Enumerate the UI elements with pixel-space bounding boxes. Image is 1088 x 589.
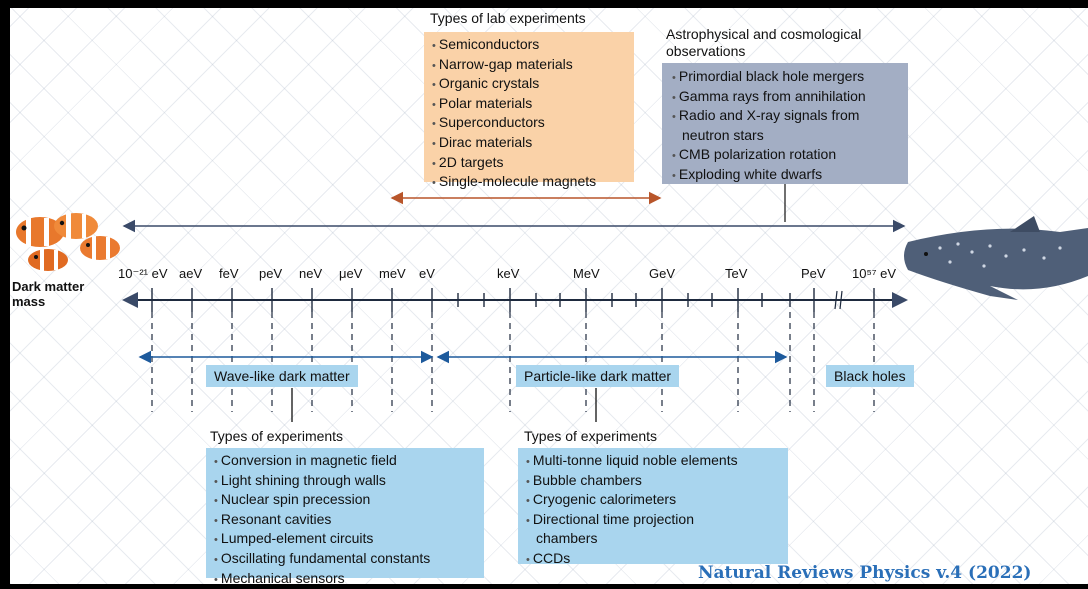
lab-item: Organic crystals — [432, 75, 634, 95]
wave-exp-item: Lumped-element circuits — [214, 530, 484, 550]
scale-tick-label: MeV — [573, 266, 600, 281]
particle-exp-item: Cryogenic calorimeters — [526, 491, 788, 511]
lab-item: Narrow-gap materials — [432, 56, 634, 76]
astro-item: CMB polarization rotation — [672, 146, 908, 166]
astro-observations-box: Primordial black hole mergersGamma rays … — [662, 63, 908, 184]
scale-tick-label: keV — [497, 266, 520, 281]
wave-exp-item: Resonant cavities — [214, 511, 484, 531]
scale-tick-label: TeV — [725, 266, 748, 281]
particle-experiments-box: Multi-tonne liquid noble elementsBubble … — [518, 448, 788, 566]
scale-tick-label: feV — [219, 266, 239, 281]
scale-tick-label: GeV — [649, 266, 676, 281]
particle-exp-item: Directional time projection — [526, 511, 788, 531]
particle-exp-item: Bubble chambers — [526, 472, 788, 492]
mass-axis-label: Dark matter mass — [12, 279, 85, 309]
black-holes-label: Black holes — [826, 365, 914, 387]
particle-exp-title: Types of experiments — [524, 428, 658, 444]
scale-tick-label: 10⁻²¹ eV — [118, 266, 168, 281]
lab-item: Dirac materials — [432, 134, 634, 154]
scale-tick-label: aeV — [179, 266, 203, 281]
scale-tick-label: 10⁵⁷ eV — [852, 266, 897, 281]
astro-item: neutron stars — [682, 126, 764, 143]
particle-like-label: Particle-like dark matter — [516, 365, 680, 387]
scale-tick-label: PeV — [801, 266, 826, 281]
whale-shark-illustration — [904, 216, 1088, 300]
lab-item: Polar materials — [432, 95, 634, 115]
lab-item: Single-molecule magnets — [432, 173, 634, 193]
wave-experiments-box: Conversion in magnetic fieldLight shinin… — [206, 448, 484, 586]
astro-item: Radio and X-ray signals from — [672, 107, 908, 127]
wave-like-label: Wave-like dark matter — [206, 365, 358, 387]
lab-title: Types of lab experiments — [430, 10, 586, 26]
scale-tick-label: μeV — [339, 266, 363, 281]
scale-tick-label: neV — [299, 266, 323, 281]
wave-exp-item: Mechanical sensors — [214, 570, 484, 589]
astro-title-line2: observations — [666, 43, 746, 59]
wave-exp-item: Conversion in magnetic field — [214, 452, 484, 472]
wave-exp-title: Types of experiments — [210, 428, 344, 444]
astro-item: Gamma rays from annihilation — [672, 88, 908, 108]
lab-item: Superconductors — [432, 114, 634, 134]
scale-tick-label: meV — [379, 266, 406, 281]
source-credit: Natural Reviews Physics v.4 (2022) — [698, 563, 1032, 583]
particle-exp-item: Multi-tonne liquid noble elements — [526, 452, 788, 472]
wave-exp-item: Nuclear spin precession — [214, 491, 484, 511]
scale-tick-label: eV — [419, 266, 435, 281]
astro-item: Primordial black hole mergers — [672, 68, 908, 88]
particle-exp-item: CCDs — [526, 550, 788, 570]
clownfish-illustration — [16, 213, 120, 271]
lab-item: Semiconductors — [432, 36, 634, 56]
astro-title-line1: Astrophysical and cosmological — [666, 26, 862, 42]
lab-experiments-box: SemiconductorsNarrow-gap materialsOrgani… — [424, 32, 634, 189]
wave-exp-item: Oscillating fundamental constants — [214, 550, 484, 570]
particle-exp-item: chambers — [536, 530, 598, 547]
wave-exp-item: Light shining through walls — [214, 472, 484, 492]
lab-item: 2D targets — [432, 154, 634, 174]
astro-item: Exploding white dwarfs — [672, 166, 908, 186]
scale-tick-label: peV — [259, 266, 283, 281]
